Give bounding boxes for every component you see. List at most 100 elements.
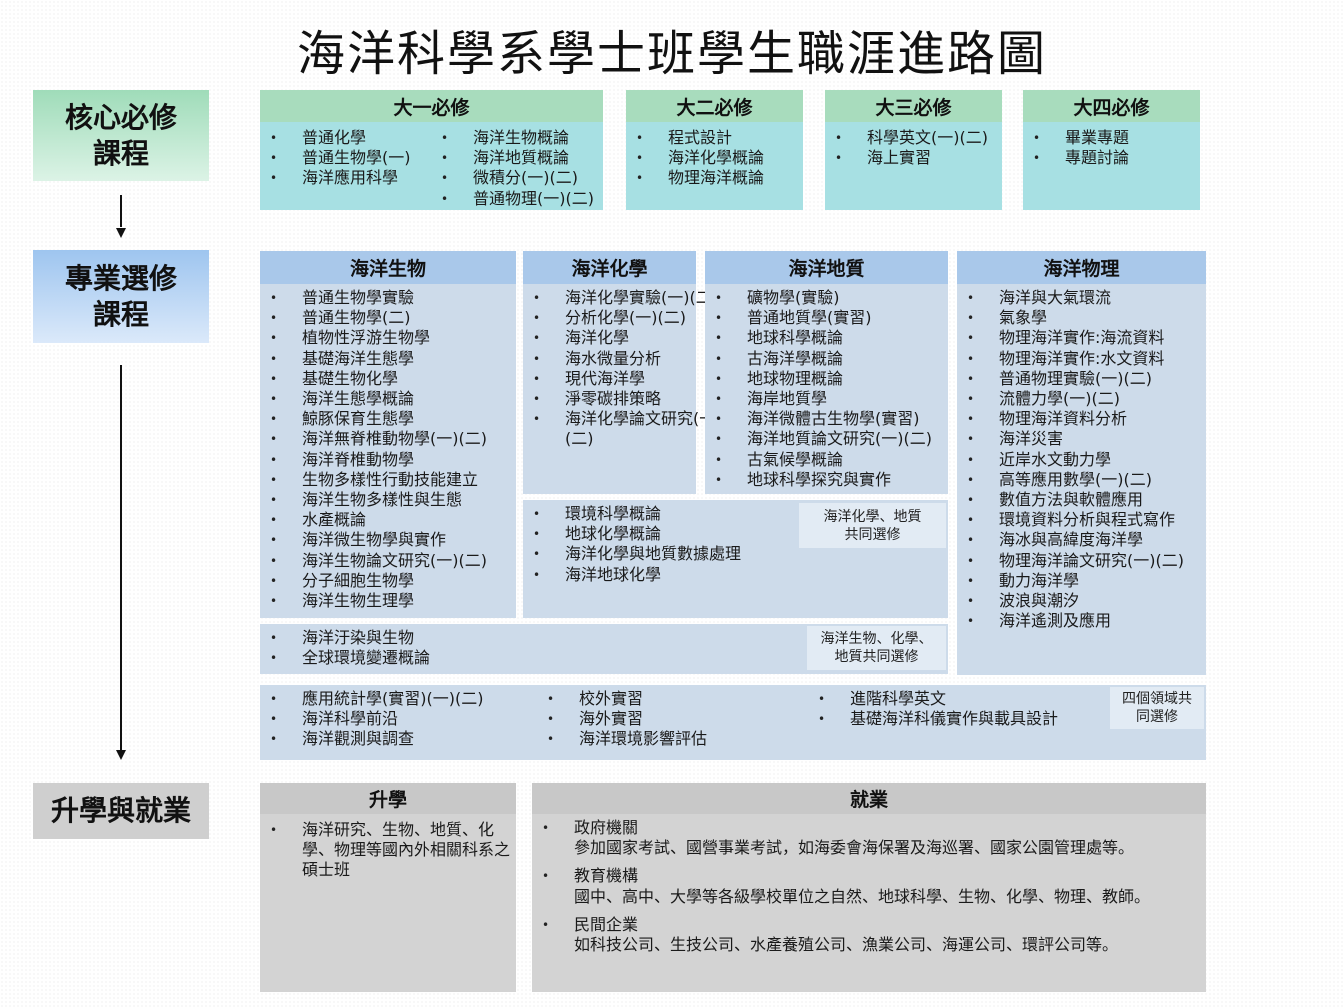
year1-list-b: 海洋生物概論 海洋地質概論 微積分(一)(二) 普通物理(一)(二): [431, 128, 606, 209]
elective-label-line1: 專業選修: [64, 261, 177, 295]
list-item: 地球物理概論: [705, 369, 948, 389]
job-list: 政府機關 參加國家考試、國營事業考試，如海委會海保署及海巡署、國家公園管理處等。…: [532, 818, 1206, 955]
list-item: 政府機關 參加國家考試、國營事業考試，如海委會海保署及海巡署、國家公園管理處等。: [532, 818, 1206, 858]
note-line: 同選修: [1136, 709, 1178, 725]
note-line: 海洋化學、地質: [823, 508, 922, 525]
list-item: 進階科學英文: [808, 689, 1098, 709]
list-item: 海洋微生物學與實作: [260, 530, 516, 550]
list-item: 普通化學: [260, 128, 435, 148]
job-box: 政府機關 參加國家考試、國營事業考試，如海委會海保署及海巡署、國家公園管理處等。…: [532, 814, 1206, 992]
year1-list-a: 普通化學 普通生物學(一) 海洋應用科學: [260, 128, 435, 189]
list-item: 物理海洋概論: [626, 168, 803, 188]
arrow-elective-to-career: [120, 365, 122, 751]
list-item: 海洋無脊椎動物學(一)(二): [260, 429, 516, 449]
list-item: 海洋災害: [957, 429, 1206, 449]
phys-header: 海洋物理: [957, 251, 1206, 284]
list-item: 動力海洋學: [957, 571, 1206, 591]
year3-list: 科學英文(一)(二) 海上實習: [825, 128, 1002, 169]
list-item: 海上實習: [825, 148, 1002, 168]
phys-box: 海洋與大氣環流 氣象學 物理海洋實作:海流資料 物理海洋實作:水文資料 普通物理…: [957, 284, 1206, 675]
list-item: 海洋化學實驗(一)(二): [523, 288, 725, 308]
geo-list: 礦物學(實驗) 普通地質學(實習) 地球科學概論 古海洋學概論 地球物理概論 海…: [705, 288, 948, 490]
list-item: 環境資料分析與程式寫作: [957, 510, 1206, 530]
core-courses-label: 核心必修 課程: [33, 90, 209, 181]
list-item: 海洋化學論文研究(一)(二): [523, 409, 725, 449]
list-item: 海洋觀測與調查: [260, 729, 530, 749]
list-item: 波浪與潮汐: [957, 591, 1206, 611]
list-item: 應用統計學(實習)(一)(二): [260, 689, 530, 709]
list-item: 程式設計: [626, 128, 803, 148]
year2-header: 大二必修: [626, 90, 803, 122]
geo-header: 海洋地質: [705, 251, 948, 284]
note-line: 海洋生物、化學、: [820, 631, 933, 647]
list-item: 海洋遙測及應用: [957, 611, 1206, 631]
list-item: 普通生物學(二): [260, 308, 516, 328]
list-item: 分析化學(一)(二): [523, 308, 696, 328]
list-item: 物理海洋資料分析: [957, 409, 1206, 429]
core-label-line2: 課程: [92, 136, 149, 170]
list-item: 近岸水文動力學: [957, 450, 1206, 470]
list-item: 高等應用數學(一)(二): [957, 470, 1206, 490]
list-item: 海洋地質概論: [431, 148, 606, 168]
list-item: 海洋生物生理學: [260, 591, 516, 611]
list-item: 海洋環境影響評估: [537, 729, 787, 749]
all-list-a: 應用統計學(實習)(一)(二) 海洋科學前沿 海洋觀測與調查: [260, 689, 530, 750]
list-item: 流體力學(一)(二): [957, 389, 1206, 409]
list-item: 校外實習: [537, 689, 787, 709]
job-title: 政府機關: [574, 818, 639, 837]
list-item: 海洋化學與地質數據處理: [523, 544, 948, 564]
chem-header: 海洋化學: [523, 251, 696, 284]
list-item: 海洋生物概論: [431, 128, 606, 148]
list-item: 普通生物學實驗: [260, 288, 516, 308]
list-item: 鯨豚保育生態學: [260, 409, 516, 429]
list-item: 民間企業 如科技公司、生技公司、水產養殖公司、漁業公司、海運公司、環評公司等。: [532, 915, 1206, 955]
list-item: 普通物理(一)(二): [431, 189, 606, 209]
list-item: 海洋生態學概論: [260, 389, 516, 409]
year3-box: 科學英文(一)(二) 海上實習: [825, 122, 1002, 210]
chem-geo-list: 環境科學概論 地球化學概論 海洋化學與地質數據處理 海洋地球化學: [523, 504, 948, 585]
job-title: 教育機構: [574, 866, 639, 886]
list-item: 數值方法與軟體應用: [957, 490, 1206, 510]
career-label-text: 升學與就業: [50, 794, 191, 827]
list-item: 專題討論: [1023, 148, 1200, 168]
list-item: 海洋化學概論: [626, 148, 803, 168]
list-item: 普通生物學(一): [260, 148, 435, 168]
list-item: 現代海洋學: [523, 369, 696, 389]
list-item: 普通物理實驗(一)(二): [957, 369, 1206, 389]
year4-header: 大四必修: [1023, 90, 1200, 122]
bio-list: 普通生物學實驗 普通生物學(二) 植物性浮游生物學 基礎海洋生態學 基礎生物化學…: [260, 288, 516, 611]
list-item: 微積分(一)(二): [431, 168, 606, 188]
list-item: 海洋地質論文研究(一)(二): [705, 429, 948, 449]
list-item: 水產概論: [260, 510, 516, 530]
list-item: 海洋生物多樣性與生態: [260, 490, 516, 510]
list-item: 地球化學概論: [523, 524, 948, 544]
job-detail: 參加國家考試、國營事業考試，如海委會海保署及海巡署、國家公園管理處等。: [574, 838, 1135, 858]
list-item: 環境科學概論: [523, 504, 948, 524]
study-list: 海洋研究、生物、地質、化學、物理等國內外相關科系之碩士班: [260, 820, 516, 881]
bio-header: 海洋生物: [260, 251, 516, 284]
list-item: 海洋生物論文研究(一)(二): [260, 551, 516, 571]
bio-chem-geo-note: 海洋生物、化學、 地質共同選修: [807, 626, 946, 670]
chem-geo-note: 海洋化學、地質 共同選修: [799, 503, 946, 548]
list-item: 海洋與大氣環流: [957, 288, 1206, 308]
elective-label-line2: 課程: [92, 297, 149, 331]
list-item: 海洋化學: [523, 328, 696, 348]
list-item: 古海洋學概論: [705, 349, 948, 369]
chem-box: 海洋化學實驗(一)(二) 分析化學(一)(二) 海洋化學 海水微量分析 現代海洋…: [523, 284, 722, 494]
job-title: 民間企業: [574, 914, 639, 934]
list-item: 海洋研究、生物、地質、化學、物理等國內外相關科系之碩士班: [260, 820, 516, 881]
chem-list: 海洋化學實驗(一)(二) 分析化學(一)(二) 海洋化學 海水微量分析 現代海洋…: [523, 288, 722, 450]
list-item: 海岸地質學: [705, 389, 948, 409]
job-detail: 如科技公司、生技公司、水產養殖公司、漁業公司、海運公司、環評公司等。: [574, 935, 1119, 955]
year4-box: 畢業專題 專題討論: [1023, 122, 1200, 210]
list-item: 地球科學概論: [705, 328, 948, 348]
all-fields-note: 四個領域共 同選修: [1110, 687, 1204, 729]
list-item: 教育機構 國中、高中、大學等各級學校單位之自然、地球科學、生物、化學、物理、教師…: [532, 866, 1206, 906]
note-line: 四個領域共: [1122, 691, 1192, 707]
list-item: 植物性浮游生物學: [260, 328, 516, 348]
year2-list: 程式設計 海洋化學概論 物理海洋概論: [626, 128, 803, 189]
all-fields-shared-box: 應用統計學(實習)(一)(二) 海洋科學前沿 海洋觀測與調查 校外實習 海外實習…: [260, 685, 1206, 760]
year4-list: 畢業專題 專題討論: [1023, 128, 1200, 169]
bio-box: 普通生物學實驗 普通生物學(二) 植物性浮游生物學 基礎海洋生態學 基礎生物化學…: [260, 284, 516, 618]
phys-list: 海洋與大氣環流 氣象學 物理海洋實作:海流資料 物理海洋實作:水文資料 普通物理…: [957, 288, 1206, 632]
